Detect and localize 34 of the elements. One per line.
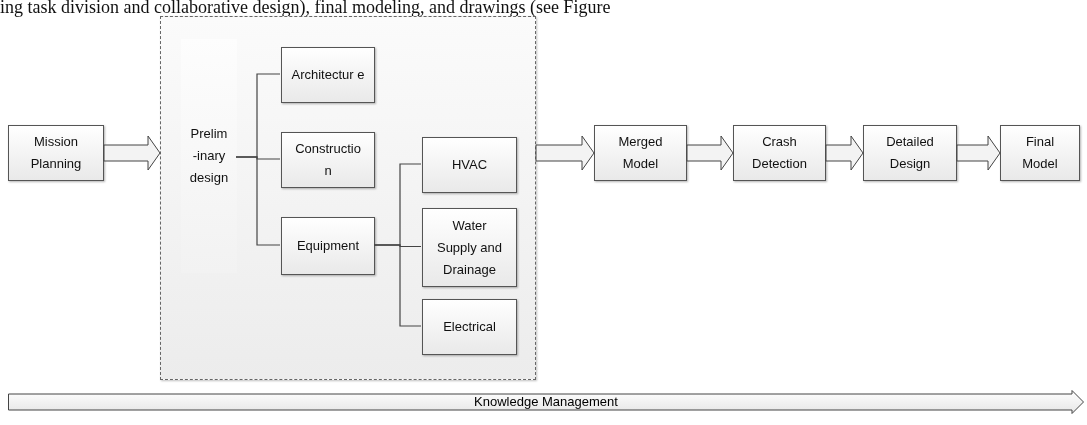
- process-box: [8, 125, 104, 181]
- block-arrow: [686, 135, 734, 171]
- group-frame: [160, 16, 536, 380]
- process-box: [422, 208, 517, 287]
- connector-line: [373, 244, 422, 327]
- block-arrow: [956, 135, 1001, 171]
- node-label: Mission Planning: [29, 133, 83, 173]
- node-label: Final Model: [1021, 133, 1059, 173]
- process-box: [594, 125, 687, 181]
- block-arrow: [535, 135, 595, 171]
- node-label: HVAC: [450, 156, 489, 174]
- node-label: Electrical: [442, 318, 497, 336]
- node-label: Merged Model: [617, 133, 664, 173]
- process-box: [422, 137, 517, 193]
- body-text: ing task division and collaborative design), final modeling, and drawings (see Figure: [0, 0, 611, 15]
- node-label: Prelim -inary design: [189, 125, 229, 187]
- timeline-arrow: [8, 390, 1084, 414]
- process-box: [1000, 125, 1080, 181]
- block-arrow: [825, 135, 864, 171]
- node-label: Crash Detection: [751, 133, 808, 173]
- process-box: [863, 125, 957, 181]
- process-box: [281, 47, 375, 103]
- process-box: [733, 125, 826, 181]
- block-arrow: [103, 135, 161, 171]
- node-label: Architectur e: [291, 66, 365, 84]
- node-label: Water Supply and Drainage: [435, 216, 504, 279]
- node-label: Detailed Design: [885, 133, 935, 173]
- connector-line: [235, 156, 281, 246]
- process-box: [422, 299, 517, 355]
- node-label: Constructio n: [294, 140, 362, 180]
- node-label: Knowledge Management: [474, 393, 618, 412]
- process-box: [281, 132, 375, 188]
- process-box: [281, 217, 375, 275]
- node-label: Equipment: [295, 237, 361, 255]
